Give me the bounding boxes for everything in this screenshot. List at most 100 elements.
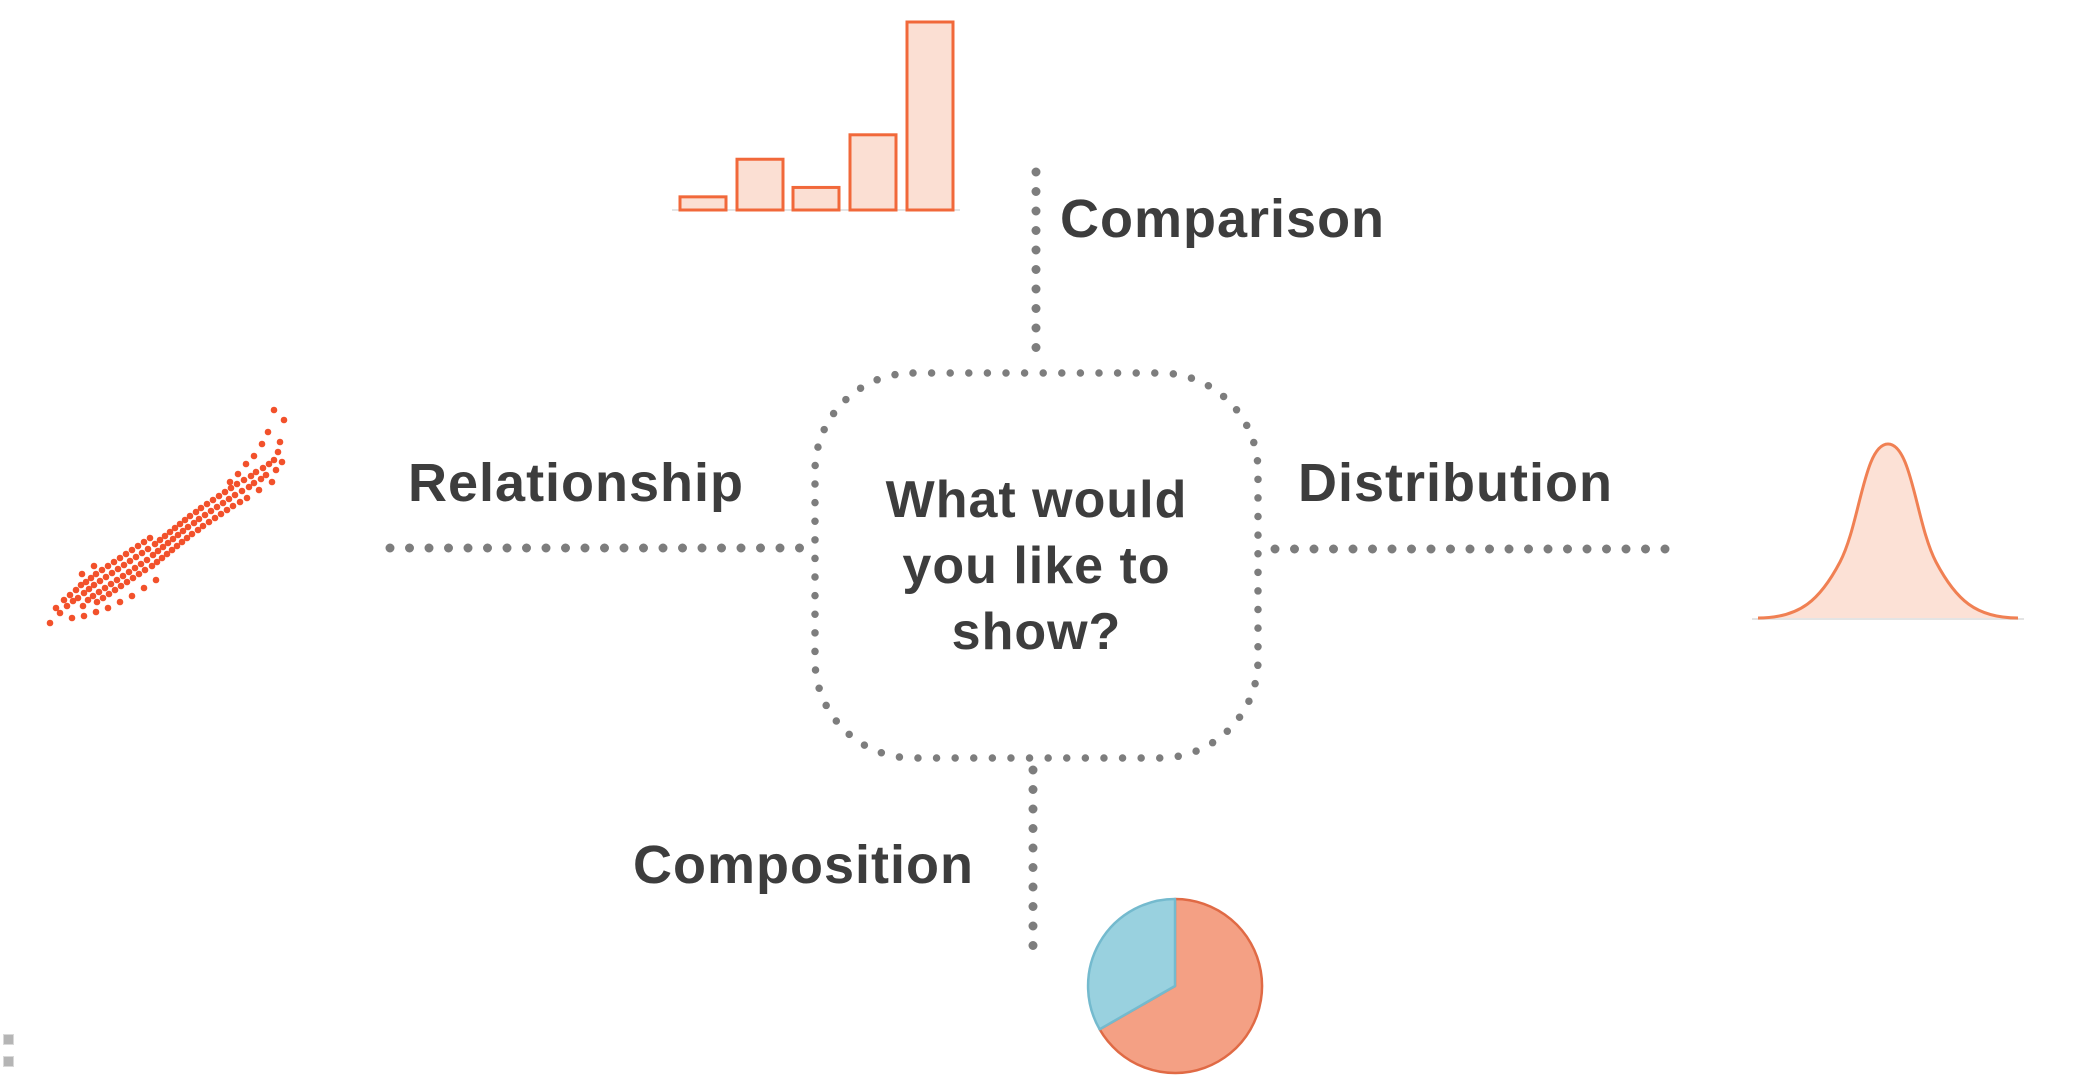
scatter-point: [209, 496, 217, 504]
stray-edge-dot: [3, 1056, 14, 1067]
scatter-point: [122, 550, 130, 558]
scatter-point: [116, 598, 124, 606]
scatter-point: [272, 466, 280, 474]
scatter-point: [114, 565, 122, 573]
scatter-point: [66, 591, 74, 599]
curve-fill: [1758, 444, 2018, 618]
scatter-point: [63, 602, 71, 610]
scatter-point: [213, 503, 221, 511]
scatter-point: [242, 460, 250, 468]
bar-3: [791, 185, 841, 212]
scatter-point: [240, 476, 248, 484]
scatter-point: [233, 480, 241, 488]
scatter-point: [74, 594, 82, 602]
scatter-point: [56, 609, 64, 617]
scatter-point: [194, 526, 202, 534]
scatter-point: [205, 518, 213, 526]
scatter-point: [104, 604, 112, 612]
scatter-point: [89, 592, 97, 600]
scatter-point: [125, 568, 133, 576]
scatter-point: [146, 534, 154, 542]
scatter-point: [104, 562, 112, 570]
scatter-point: [117, 582, 125, 590]
scatter-point: [179, 527, 187, 535]
scatter-point: [131, 564, 139, 572]
scatter-point: [258, 440, 266, 448]
scatter-point: [52, 604, 60, 612]
scatter-point: [95, 588, 103, 596]
scatter-point: [108, 569, 116, 577]
scatter-point: [217, 510, 225, 518]
scatter-point: [221, 488, 229, 496]
scatter-point: [93, 598, 101, 606]
scatter-point: [111, 586, 119, 594]
scatter-point: [149, 551, 157, 559]
scatter-point: [166, 528, 174, 536]
scatter-point: [171, 524, 179, 532]
scatter-point: [72, 586, 80, 594]
scatter-point: [188, 530, 196, 538]
scatter-point: [137, 560, 145, 568]
scatter-point: [229, 502, 237, 510]
bar-5: [905, 20, 955, 212]
scatter-point: [178, 538, 186, 546]
scatter-point: [164, 539, 172, 547]
scatter-point: [102, 573, 110, 581]
scatter-point: [156, 536, 164, 544]
scatter-point: [79, 602, 87, 610]
scatter-point: [161, 532, 169, 540]
center-question-line: What would: [885, 470, 1188, 529]
scatter-point: [128, 592, 136, 600]
scatter-point: [126, 557, 134, 565]
scatter-point: [148, 562, 156, 570]
scatter-point: [92, 570, 100, 578]
scatter-point: [173, 542, 181, 550]
scatter-point: [141, 566, 149, 574]
scatter-point: [181, 516, 189, 524]
scatter-point: [243, 494, 251, 502]
bar-1: [678, 195, 728, 212]
scatter-point: [78, 570, 86, 578]
scatter-point: [238, 487, 246, 495]
bar-chart-icon: [672, 20, 960, 212]
scatter-point: [274, 448, 282, 456]
scatter-point: [85, 585, 93, 593]
scatter-point: [252, 468, 260, 476]
scatter-point: [132, 553, 140, 561]
scatter-point: [265, 460, 273, 468]
scatter-point: [270, 456, 278, 464]
scatter-point: [143, 556, 151, 564]
scatter-point: [119, 572, 127, 580]
scatter-point: [259, 464, 267, 472]
scatter-point: [82, 578, 90, 586]
scatter-point: [105, 590, 113, 598]
stray-edge-dot: [3, 1034, 14, 1045]
scatter-point: [215, 492, 223, 500]
pie-slice-minor: [1086, 897, 1177, 1031]
scatter-point: [87, 574, 95, 582]
scatter-point: [80, 589, 88, 597]
scatter-point: [168, 546, 176, 554]
scatter-point: [123, 578, 131, 586]
center-question: What would you like to show?: [815, 373, 1258, 758]
bar-2: [735, 157, 785, 212]
scatter-point: [134, 542, 142, 550]
scatter-point: [223, 506, 231, 514]
scatter-point: [227, 484, 235, 492]
scatter-point: [99, 594, 107, 602]
scatter-point: [92, 608, 100, 616]
scatter-point: [219, 499, 227, 507]
scatter-point: [140, 584, 148, 592]
scatter-point: [192, 508, 200, 516]
scatter-point: [184, 523, 192, 531]
scatter-point: [231, 491, 239, 499]
scatter-point: [159, 543, 167, 551]
scatter-point: [250, 479, 258, 487]
scatter-point: [280, 416, 288, 424]
scatter-point: [163, 550, 171, 558]
scatter-point: [158, 554, 166, 562]
scatter-point: [80, 612, 88, 620]
scatter-point: [144, 545, 152, 553]
scatter-point: [211, 514, 219, 522]
